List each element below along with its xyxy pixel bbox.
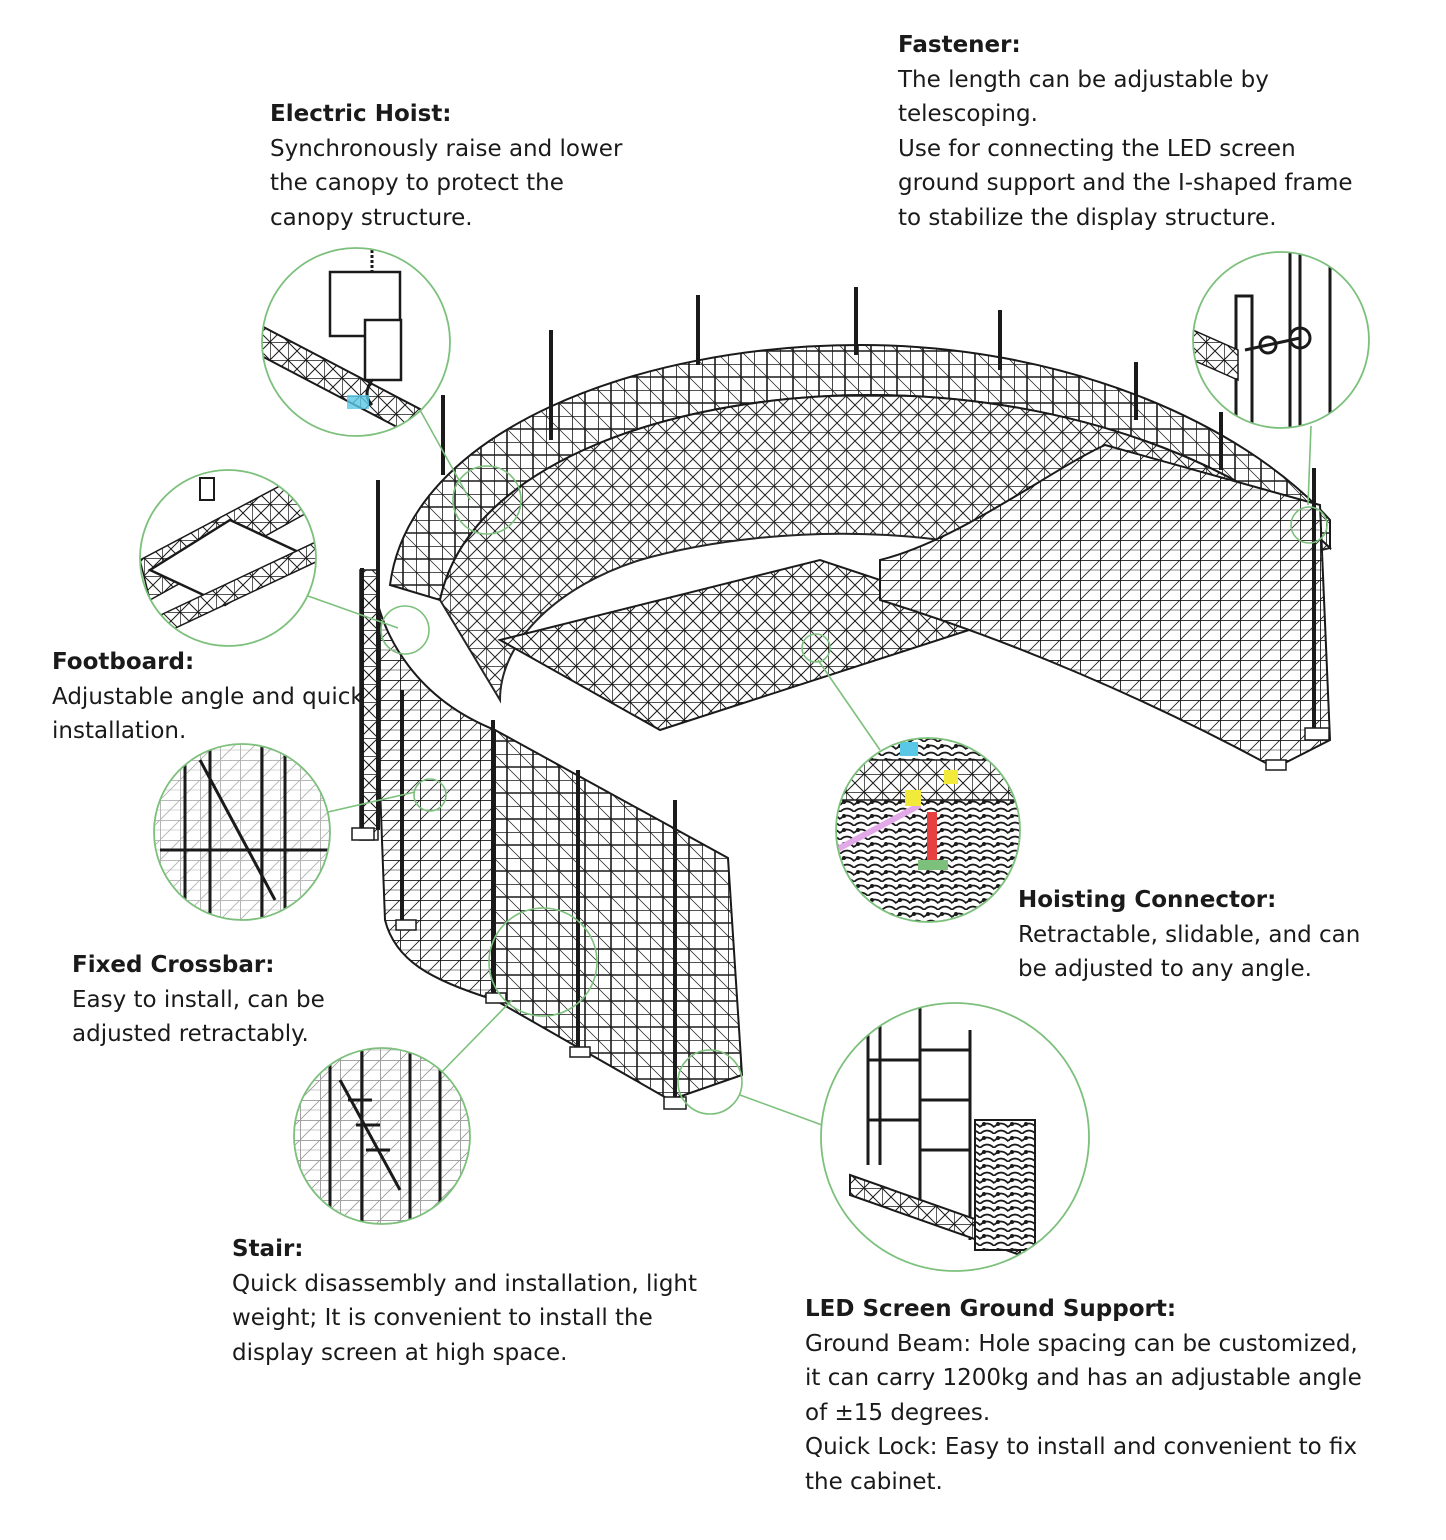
leader-lines	[307, 409, 1328, 1126]
detail-stair	[293, 1047, 471, 1225]
callout-title: Electric Hoist:	[270, 101, 452, 127]
callout-description: The length can be adjustable by telescop…	[898, 66, 1353, 231]
callout-description: Quick disassembly and installation, ligh…	[232, 1270, 698, 1366]
detail-electric-hoist	[261, 247, 451, 437]
callout-title: Footboard:	[52, 649, 195, 675]
led-structure-illustration	[351, 287, 1332, 1110]
detail-ground-support	[820, 1002, 1090, 1272]
callout-title: Fastener:	[898, 32, 1021, 58]
callout-title: Hoisting Connector:	[1018, 887, 1277, 913]
callout-led-screen-ground-support: LED Screen Ground Support: Ground Beam: …	[805, 1292, 1362, 1499]
detail-fixed-crossbar	[153, 743, 331, 921]
callout-title: LED Screen Ground Support:	[805, 1296, 1177, 1322]
detail-hoisting-connector	[835, 737, 1021, 923]
detail-fastener	[1192, 251, 1370, 429]
callout-footboard: Footboard: Adjustable angle and quick in…	[52, 645, 364, 749]
callout-title: Stair:	[232, 1236, 304, 1262]
callout-description: Retractable, slidable, and can be adjust…	[1018, 921, 1361, 983]
callout-description: Synchronously raise and lower the canopy…	[270, 135, 623, 231]
callout-stair: Stair: Quick disassembly and installatio…	[232, 1232, 697, 1370]
callout-title: Fixed Crossbar:	[72, 952, 275, 978]
callout-description: Ground Beam: Hole spacing can be customi…	[805, 1330, 1362, 1495]
detail-footboard	[139, 469, 317, 647]
callout-fixed-crossbar: Fixed Crossbar: Easy to install, can be …	[72, 948, 325, 1052]
callout-description: Adjustable angle and quick installation.	[52, 683, 364, 745]
callout-fastener: Fastener: The length can be adjustable b…	[898, 28, 1353, 235]
callout-description: Easy to install, can be adjusted retract…	[72, 986, 325, 1048]
callout-hoisting-connector: Hoisting Connector: Retractable, slidabl…	[1018, 883, 1360, 987]
callout-electric-hoist: Electric Hoist: Synchronously raise and …	[270, 97, 622, 235]
